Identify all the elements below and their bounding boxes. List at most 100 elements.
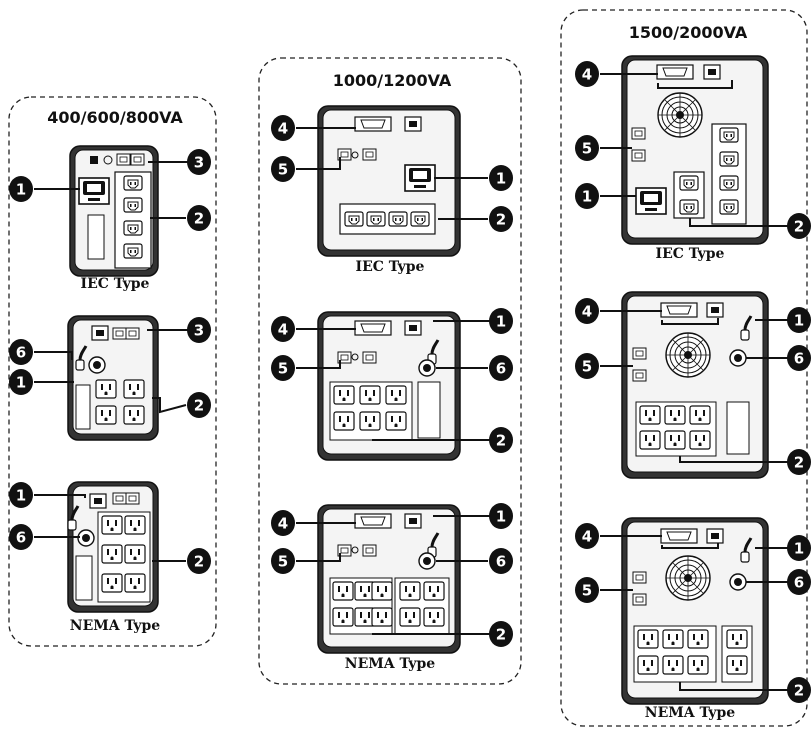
callout-disc <box>271 510 295 536</box>
type-label-1000-nema: NEMA Type <box>345 656 436 672</box>
callout-disc <box>787 213 811 239</box>
callout-4: 4 <box>271 316 295 342</box>
callout-disc <box>575 298 599 324</box>
callout-disc <box>187 317 211 343</box>
callout-disc <box>787 569 811 595</box>
callout-disc <box>489 548 513 574</box>
callout-3: 3 <box>187 149 211 175</box>
ups-400-iec-rear <box>69 145 159 277</box>
callout-1: 1 <box>787 535 811 561</box>
callout-number: 1 <box>16 181 26 199</box>
callout-number: 5 <box>582 358 592 376</box>
callout-4: 4 <box>575 523 599 549</box>
callout-number: 2 <box>794 218 804 236</box>
group-frame-2 <box>258 57 522 685</box>
callout-6: 6 <box>9 339 33 365</box>
callout-number: 2 <box>194 553 204 571</box>
ups-1500-nema-rear-a <box>621 291 769 479</box>
callout-disc <box>489 308 513 334</box>
ups-1000-nema-rear-a <box>317 311 461 461</box>
callout-disc <box>787 345 811 371</box>
callout-number: 5 <box>278 553 288 571</box>
callout-3: 3 <box>187 317 211 343</box>
callout-number: 6 <box>794 350 804 368</box>
callout-1: 1 <box>787 307 811 333</box>
callout-disc <box>271 156 295 182</box>
callout-5: 5 <box>271 355 295 381</box>
callout-disc <box>489 621 513 647</box>
callout-number: 1 <box>496 313 506 331</box>
callout-number: 4 <box>278 321 288 339</box>
leader-lines <box>34 73 788 691</box>
ups-400-nema-rear-b <box>66 481 159 613</box>
callout-number: 3 <box>194 322 204 340</box>
callout-2: 2 <box>489 427 513 453</box>
callout-4: 4 <box>575 298 599 324</box>
callout-1: 1 <box>9 176 33 202</box>
callout-disc <box>187 548 211 574</box>
callout-1: 1 <box>9 482 33 508</box>
callout-number: 5 <box>582 140 592 158</box>
callout-number: 1 <box>16 487 26 505</box>
callout-number: 1 <box>16 374 26 392</box>
callout-disc <box>575 61 599 87</box>
callout-number: 6 <box>16 529 26 547</box>
type-label-1500-nema: NEMA Type <box>645 705 736 721</box>
callout-4: 4 <box>271 510 295 536</box>
callout-number: 1 <box>794 540 804 558</box>
ups-400-nema-rear-a <box>67 315 159 441</box>
callout-disc <box>489 206 513 232</box>
callout-1: 1 <box>489 308 513 334</box>
callout-6: 6 <box>787 569 811 595</box>
callout-5: 5 <box>575 135 599 161</box>
callout-disc <box>271 115 295 141</box>
callout-disc <box>271 355 295 381</box>
ups-1500-nema-rear-b <box>621 517 769 705</box>
callout-disc <box>787 307 811 333</box>
callout-disc <box>187 392 211 418</box>
callout-disc <box>9 176 33 202</box>
type-label-400-nema: NEMA Type <box>70 618 161 634</box>
callout-disc <box>787 535 811 561</box>
callout-number: 4 <box>582 528 592 546</box>
callout-6: 6 <box>489 355 513 381</box>
callout-disc <box>9 524 33 550</box>
callout-disc <box>575 135 599 161</box>
callout-4: 4 <box>271 115 295 141</box>
group-frame-1 <box>8 96 217 647</box>
type-label-400-iec: IEC Type <box>81 276 150 292</box>
callout-2: 2 <box>489 206 513 232</box>
type-label-1000-iec: IEC Type <box>356 259 425 275</box>
callout-6: 6 <box>489 548 513 574</box>
callout-1: 1 <box>575 183 599 209</box>
callout-number: 6 <box>16 344 26 362</box>
callout-number: 5 <box>582 582 592 600</box>
callout-number: 5 <box>278 161 288 179</box>
callout-number: 1 <box>794 312 804 330</box>
callout-number: 1 <box>582 188 592 206</box>
callout-number: 6 <box>496 553 506 571</box>
callout-number: 2 <box>496 211 506 229</box>
callout-disc <box>575 523 599 549</box>
callout-2: 2 <box>787 449 811 475</box>
ups-1500-iec-rear <box>621 55 769 245</box>
callout-disc <box>575 183 599 209</box>
callout-1: 1 <box>489 503 513 529</box>
callout-disc <box>489 503 513 529</box>
callout-number: 4 <box>582 303 592 321</box>
callout-number: 1 <box>496 170 506 188</box>
callout-5: 5 <box>575 353 599 379</box>
callout-disc <box>575 353 599 379</box>
callout-1: 1 <box>9 369 33 395</box>
callout-number: 2 <box>496 626 506 644</box>
callout-disc <box>489 427 513 453</box>
callout-number: 4 <box>278 515 288 533</box>
callout-2: 2 <box>187 205 211 231</box>
callout-2: 2 <box>787 213 811 239</box>
group-frame-3 <box>560 9 808 727</box>
callout-disc <box>187 149 211 175</box>
callout-2: 2 <box>187 548 211 574</box>
callout-1: 1 <box>489 165 513 191</box>
callout-2: 2 <box>787 677 811 703</box>
